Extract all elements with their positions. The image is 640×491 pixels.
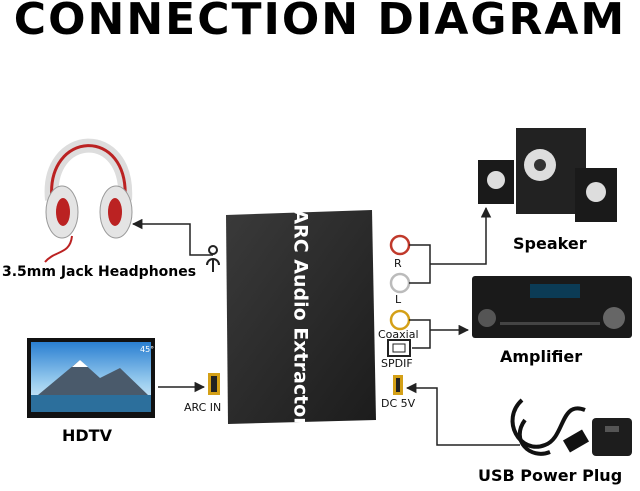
usb-power-connection-line xyxy=(405,382,520,446)
port-coaxial xyxy=(389,309,411,331)
speaker-connection-line xyxy=(409,208,486,284)
device-label-box: ARC Audio Extractor xyxy=(231,209,371,426)
device-name: ARC Audio Extractor xyxy=(290,208,312,427)
port-coaxial-label: Coaxial xyxy=(378,328,419,341)
headphones-label: 3.5mm Jack Headphones xyxy=(2,264,197,280)
port-dc xyxy=(393,375,403,395)
arc-in-label: ARC IN xyxy=(184,401,222,414)
port-r xyxy=(389,234,411,256)
speaker-label: Speaker xyxy=(513,234,587,253)
port-l xyxy=(389,272,411,294)
arc-audio-extractor-device xyxy=(226,210,376,424)
hdtv-icon: 45° xyxy=(27,338,155,418)
port-dc-label: DC 5V xyxy=(381,397,416,410)
headphones-connection-line xyxy=(131,218,213,256)
port-spdif-label: SPDIF xyxy=(381,357,413,370)
port-r-label: R xyxy=(394,257,402,270)
tv-screen-text: 45° xyxy=(140,345,154,354)
usb-power-plug-icon xyxy=(510,398,632,456)
usb-power-plug-label: USB Power Plug xyxy=(478,466,623,485)
hdtv-label: HDTV xyxy=(62,426,112,445)
diagram-title: CONNECTION DIAGRAM xyxy=(13,0,627,45)
headphones-icon xyxy=(44,138,133,263)
port-spdif xyxy=(387,339,411,357)
amplifier-label: Amplifier xyxy=(500,347,583,366)
speaker-icon xyxy=(478,128,617,222)
arc-in-port xyxy=(208,373,220,395)
amplifier-connection-line xyxy=(409,320,468,349)
amplifier-icon xyxy=(472,276,632,338)
port-l-label: L xyxy=(395,293,402,306)
headphone-jack-port xyxy=(206,245,220,272)
